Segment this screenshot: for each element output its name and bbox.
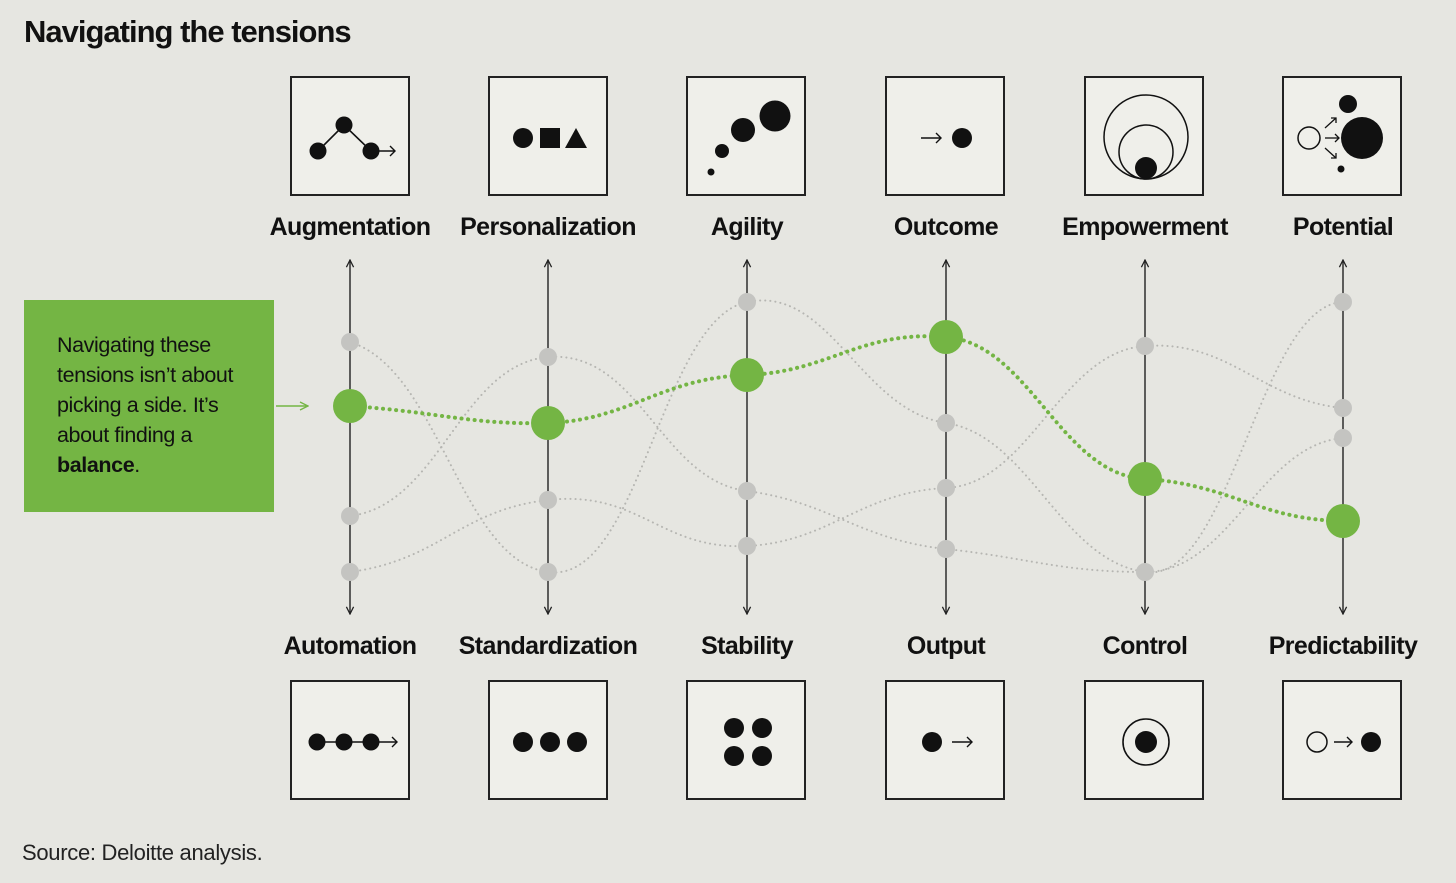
arrow-to-dot-icon bbox=[921, 128, 972, 148]
three-dots-icon bbox=[513, 732, 587, 752]
green-marker bbox=[531, 406, 565, 440]
agility-icon-box bbox=[686, 76, 806, 196]
callout-text: Navigating these tensions isn’t about pi… bbox=[57, 333, 234, 447]
gray-marker bbox=[539, 348, 557, 366]
target-dot-icon bbox=[1122, 718, 1170, 766]
empowerment-icon-box bbox=[1084, 76, 1204, 196]
gray-marker bbox=[937, 414, 955, 432]
gray-path-3 bbox=[349, 344, 1344, 573]
gray-marker bbox=[1334, 399, 1352, 417]
gray-markers bbox=[341, 293, 1352, 581]
balance-path bbox=[348, 334, 1345, 523]
green-marker bbox=[1326, 504, 1360, 538]
callout-bold-word: balance bbox=[57, 453, 135, 477]
automation-icon-box bbox=[290, 680, 410, 800]
balance-markers bbox=[333, 320, 1360, 538]
control-icon-box bbox=[1084, 680, 1204, 800]
label-empowerment: Empowerment bbox=[1062, 213, 1228, 241]
gray-marker bbox=[341, 507, 359, 525]
gray-marker bbox=[738, 537, 756, 555]
open-to-filled-dot-icon bbox=[1306, 731, 1381, 753]
green-marker bbox=[1128, 462, 1162, 496]
label-agility: Agility bbox=[710, 213, 784, 241]
label-outcome: Outcome bbox=[893, 213, 999, 241]
four-dots-grid-icon bbox=[724, 718, 772, 766]
stability-icon-box bbox=[686, 680, 806, 800]
callout-period: . bbox=[134, 453, 140, 477]
personalization-icon-box bbox=[488, 76, 608, 196]
green-marker bbox=[333, 389, 367, 423]
dot-chain-arrow-icon bbox=[308, 733, 398, 751]
gray-path-1 bbox=[349, 299, 1344, 574]
connected-dots-arc-arrow-icon bbox=[309, 116, 396, 160]
label-potential: Potential bbox=[1292, 213, 1394, 241]
gray-marker bbox=[539, 491, 557, 509]
gray-marker bbox=[341, 563, 359, 581]
predictability-icon-box bbox=[1282, 680, 1402, 800]
potential-icon-box bbox=[1282, 76, 1402, 196]
gray-marker bbox=[1334, 429, 1352, 447]
balance-callout: Navigating these tensions isn’t about pi… bbox=[24, 300, 274, 512]
output-icon-box bbox=[885, 680, 1005, 800]
gray-marker bbox=[539, 563, 557, 581]
label-stability: Stability bbox=[701, 632, 793, 660]
augmentation-icon-box bbox=[290, 76, 410, 196]
gray-marker bbox=[738, 482, 756, 500]
gray-marker bbox=[1136, 563, 1154, 581]
green-marker bbox=[929, 320, 963, 354]
green-marker bbox=[730, 358, 764, 392]
label-output: Output bbox=[906, 632, 986, 660]
gray-marker bbox=[738, 293, 756, 311]
gray-marker bbox=[937, 479, 955, 497]
circle-square-triangle-icon bbox=[513, 128, 587, 148]
label-augmentation: Augmentation bbox=[269, 213, 431, 241]
growing-dots-icon bbox=[707, 100, 791, 176]
branching-dots-icon bbox=[1297, 95, 1383, 173]
dot-to-arrow-icon bbox=[922, 732, 973, 752]
gray-path-2 bbox=[349, 355, 1344, 574]
outcome-icon-box bbox=[885, 76, 1005, 196]
label-personalization: Personalization bbox=[460, 213, 636, 241]
alternative-paths bbox=[349, 299, 1344, 574]
gray-marker bbox=[1334, 293, 1352, 311]
axes bbox=[350, 260, 1343, 614]
label-predictability: Predictability bbox=[1268, 632, 1418, 660]
source-note: Source: Deloitte analysis. bbox=[22, 840, 263, 865]
page-title: Navigating the tensions bbox=[24, 14, 352, 49]
gray-marker bbox=[937, 540, 955, 558]
label-automation: Automation bbox=[283, 632, 417, 660]
gray-marker bbox=[1136, 337, 1154, 355]
label-control: Control bbox=[1102, 632, 1188, 660]
standardization-icon-box bbox=[488, 680, 608, 800]
nested-circles-icon bbox=[1103, 94, 1189, 180]
gray-marker bbox=[341, 333, 359, 351]
label-standardization: Standardization bbox=[458, 632, 638, 660]
